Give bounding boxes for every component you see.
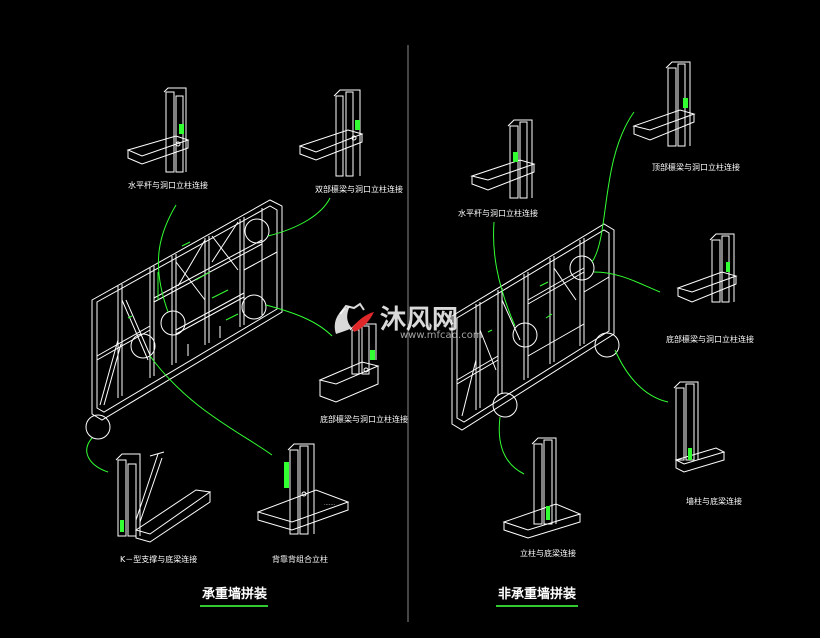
left-detail-bottom-right-dim (284, 462, 289, 488)
left-detail-bottom-right-note: ······· (324, 502, 336, 508)
left-detail-top-left-label: 水平杆与洞口立柱连接 (128, 180, 208, 190)
right-leader-lines (493, 111, 669, 475)
right-detail-circles (492, 255, 620, 418)
left-detail-bottom-left (115, 451, 212, 543)
left-wall-frame (91, 199, 283, 421)
right-detail-middle-right (676, 233, 738, 303)
left-detail-bottom-left-dim (120, 520, 124, 532)
left-detail-middle-right-label: 底部檩梁与洞口立柱连接 (320, 414, 408, 424)
right-title: 非承重墙拼装 (498, 586, 576, 602)
right-detail-top-right-dim (683, 98, 688, 108)
right-detail-top-left (470, 119, 536, 199)
watermark-text: 沐风网 (380, 305, 458, 335)
left-detail-top-left-dim (179, 124, 184, 134)
left-detail-middle-right (318, 323, 380, 403)
right-detail-bottom-left-dim (546, 506, 550, 520)
watermark-url: www.mfcad.com (400, 330, 483, 341)
left-detail-top-right-label: 双部檩梁与洞口立柱连接 (315, 184, 403, 194)
right-dimension-marks (487, 281, 553, 333)
right-detail-top-left-label: 水平杆与洞口立柱连接 (458, 208, 538, 218)
left-detail-circles (85, 218, 270, 440)
mf-logo-icon (334, 302, 374, 334)
right-detail-top-left-dim (513, 152, 518, 162)
left-detail-top-right-dim (355, 120, 360, 130)
right-detail-bottom-left (502, 437, 582, 539)
right-detail-middle-right-label: 底部檩梁与洞口立柱连接 (666, 334, 754, 344)
right-detail-bottom-left-label: 立柱与底梁连接 (520, 548, 576, 558)
left-detail-top-right (298, 89, 364, 177)
left-leader-lines (86, 197, 333, 473)
right-detail-top-right-label: 顶部檩梁与洞口立柱连接 (652, 162, 740, 172)
left-detail-top-left (126, 87, 190, 173)
left-detail-bottom-right (256, 443, 350, 535)
left-detail-bottom-right-label: 背靠背组合立柱 (272, 554, 328, 564)
right-detail-bottom-right-label: 墙柱与底梁连接 (686, 496, 742, 506)
left-dimension-marks (127, 241, 239, 321)
left-title: 承重墙拼装 (202, 586, 267, 602)
right-detail-middle-right-dim (726, 262, 730, 272)
right-wall-frame (451, 223, 615, 431)
right-detail-bottom-right-dim (688, 448, 692, 460)
left-detail-bottom-left-label: K－型支撑与底梁连接 (120, 554, 197, 564)
left-detail-middle-right-dim (370, 350, 375, 360)
